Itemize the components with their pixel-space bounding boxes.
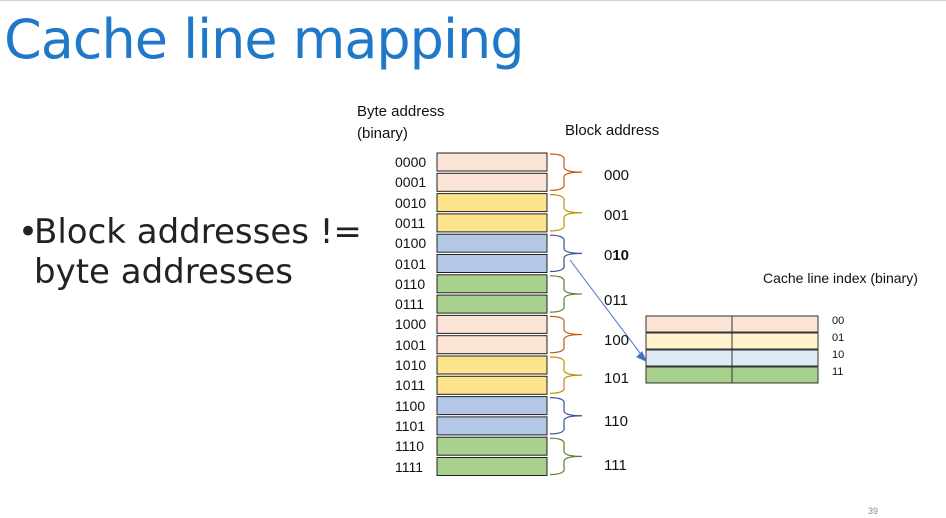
byte-address-label: 1011 (395, 377, 426, 394)
block-address-label: 110 (604, 413, 628, 430)
cache-line-data-cell (731, 366, 819, 384)
memory-cell (436, 457, 548, 476)
bullet-line-2: byte addresses (34, 252, 293, 292)
cache-line-data-cell (731, 315, 819, 333)
byte-address-label: 1111 (395, 458, 424, 475)
memory-cell (436, 314, 548, 334)
memory-cell (436, 213, 548, 233)
cache-line-index-label: 11 (832, 366, 844, 378)
cache-line-tag-cell (645, 366, 733, 384)
cache-line-tag-cell (645, 332, 733, 350)
block-brace (549, 356, 583, 394)
block-brace (549, 315, 583, 354)
byte-address-label: 1010 (395, 357, 427, 373)
block-address-prefix: 100 (604, 332, 630, 349)
cache-line-data-cell (731, 349, 819, 367)
block-address-prefix: 0 (604, 247, 613, 264)
byte-address-label: 0010 (395, 194, 427, 211)
page-number: 39 (868, 506, 879, 516)
memory-cell (436, 152, 548, 172)
block-brace (549, 153, 583, 191)
memory-cell (436, 355, 548, 375)
block-brace (549, 437, 583, 476)
block-address-label: 100 (604, 332, 629, 349)
block-address-label: 000 (604, 167, 629, 184)
cache-line-index-label: Cache line index (binary) (763, 270, 918, 286)
mapping-arrow-head (636, 351, 647, 362)
block-address-index-bits: 10 (612, 247, 630, 264)
slide-title: Cache line mapping (4, 8, 524, 71)
byte-address-label: 0001 (395, 174, 427, 191)
byte-address-sublabel: (binary) (357, 125, 408, 142)
byte-address-label: 1100 (395, 397, 426, 414)
bullet-line-1: Block addresses != (34, 212, 362, 252)
byte-address-label: 0101 (395, 255, 427, 272)
block-address-label: 001 (604, 207, 629, 224)
block-address-prefix: 000 (604, 167, 630, 184)
bullet-dot: • (18, 212, 39, 252)
memory-cell (436, 335, 548, 355)
block-address-label: 011 (604, 292, 628, 309)
cache-line-data-cell (731, 332, 819, 350)
memory-cell (436, 274, 548, 294)
block-address-label: Block address (565, 122, 660, 139)
block-address-prefix: 001 (604, 207, 630, 224)
block-brace (549, 275, 583, 313)
cache-line-tag-cell (645, 315, 733, 333)
byte-address-label: 0011 (395, 214, 426, 231)
byte-address-label: 1001 (395, 336, 427, 353)
memory-cell (436, 193, 548, 213)
byte-address-label: 0111 (395, 296, 425, 313)
byte-address-label: Byte address (357, 103, 445, 120)
byte-address-label: 1110 (395, 438, 425, 455)
bullet-point: • Block addresses != byte addresses (18, 212, 362, 292)
block-address-prefix: 110 (604, 413, 628, 430)
block-brace (549, 397, 583, 435)
memory-cell (436, 294, 548, 314)
block-address-prefix: 101 (604, 370, 630, 387)
block-brace (549, 234, 583, 273)
cache-line-index-label: 10 (832, 349, 845, 361)
cache-line-tag-cell (645, 349, 733, 367)
block-address-label: 010 (604, 247, 629, 264)
byte-address-label: 1101 (395, 417, 426, 434)
memory-cell (436, 396, 548, 416)
block-address-label: 101 (604, 370, 629, 387)
byte-address-label: 0100 (395, 235, 427, 252)
byte-address-label: 0000 (395, 154, 427, 170)
memory-cell (436, 172, 548, 192)
memory-cell (436, 233, 548, 253)
cache-line-index-label: 01 (832, 332, 845, 344)
block-brace (549, 194, 583, 232)
top-rule (0, 0, 946, 1)
block-address-label: 111 (604, 457, 627, 474)
memory-cell (436, 254, 548, 273)
memory-cell (436, 375, 548, 395)
cache-line-index-label: 00 (832, 315, 845, 327)
memory-cell (436, 436, 548, 456)
block-address-prefix: 011 (604, 292, 628, 309)
mapping-arrow-line (569, 259, 647, 362)
byte-address-label: 1000 (395, 316, 427, 333)
memory-cell (436, 416, 548, 436)
byte-address-label: 0110 (395, 275, 426, 292)
block-address-prefix: 111 (604, 457, 627, 474)
